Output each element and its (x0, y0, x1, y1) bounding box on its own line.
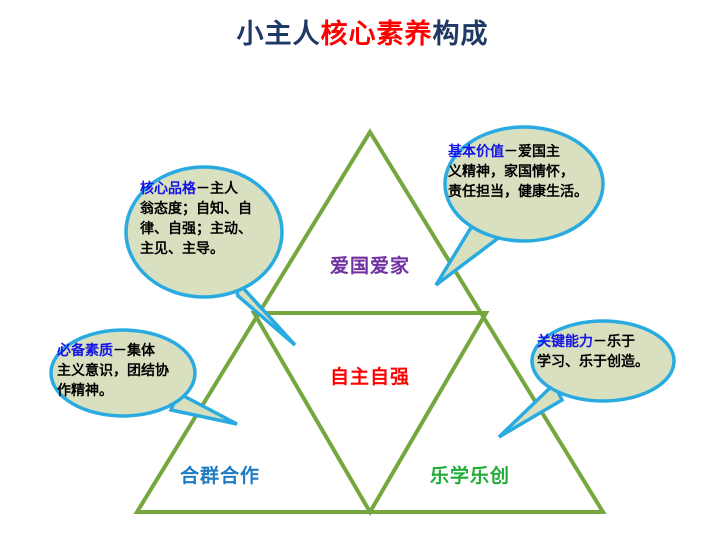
callout-keyword: 必备素质 (57, 343, 113, 359)
callout-line: 义精神，家国情怀， (448, 164, 574, 180)
zone-label-center: 自主自强 (329, 366, 410, 388)
callout-keyword: 核心品格 (140, 181, 196, 197)
page-title-prefix: 小主人 (236, 19, 321, 50)
page-title-suffix: 构成 (432, 19, 489, 50)
callout-line: 必备素质－集体 (57, 343, 155, 359)
callout-core-character[interactable] (124, 165, 297, 347)
zone-label-right: 乐学乐创 (429, 465, 510, 487)
callout-key-ability-bubble (530, 319, 676, 403)
page-title: 小主人核心素养构成 (0, 18, 725, 52)
callout-line: 核心品格－主人 (140, 181, 238, 197)
callout-line: 主义意识，团结协 (57, 363, 169, 379)
callout-basic-value[interactable] (434, 125, 605, 287)
callout-essential-quality[interactable] (49, 328, 238, 426)
callout-line: 学习、乐于创造。 (537, 354, 649, 370)
callout-line: 责任担当，健康生活。 (448, 184, 588, 200)
callout-key-ability[interactable] (497, 319, 676, 439)
callout-basic-value-bubble (443, 125, 605, 243)
callout-essential-quality-bubble (49, 328, 197, 418)
callout-line: 作精神。 (57, 383, 113, 399)
callout-line: 翁态度；自知、自 (140, 201, 252, 217)
callout-line: 关键能力－乐于 (537, 334, 635, 350)
callout-text-essential-quality: 必备素质－集体主义意识，团结协作精神。 (57, 341, 197, 401)
callout-line: 主见、主导。 (140, 241, 224, 257)
page-title-highlight: 核心素养 (320, 19, 433, 50)
callout-text-core-character: 核心品格－主人翁态度；自知、自律、自强；主动、主见、主导。 (140, 179, 265, 259)
inner-inverted-triangle (250, 311, 490, 516)
zone-label-top: 爱国爱家 (329, 255, 410, 277)
zone-label-left: 合群合作 (179, 465, 260, 487)
callout-core-character-bubble (124, 165, 284, 299)
callout-text-basic-value: 基本价值－爱国主义精神，家国情怀， 责任担当，健康生活。 (448, 142, 598, 202)
callout-line: 基本价值－爱国主 (448, 144, 560, 160)
callout-keyword: 关键能力 (537, 334, 593, 350)
callout-text-key-ability: 关键能力－乐于学习、乐于创造。 (537, 332, 672, 372)
callout-keyword: 基本价值 (448, 144, 504, 160)
callout-line: 律、自强；主动、 (140, 221, 252, 237)
